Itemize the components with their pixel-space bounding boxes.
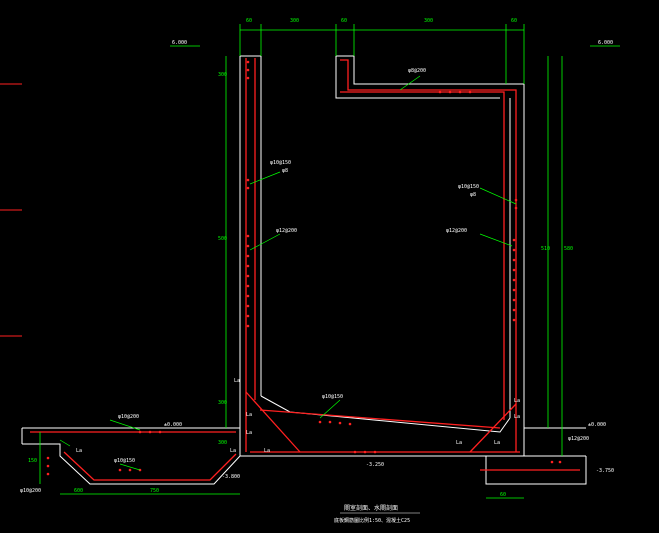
- elevation-labels: 6.000 6.000 ±0.000 ±0.000 -3.250 -3.800 …: [164, 40, 614, 480]
- margin-ticks: [0, 83, 22, 337]
- dim-left-mid-a: 300: [218, 400, 227, 406]
- la-mark: La: [234, 378, 240, 384]
- concrete-outline: [21, 55, 587, 485]
- dim-bottom-left-a: 600: [74, 488, 83, 494]
- dim-top-mid: 60: [341, 18, 347, 24]
- rebar-top-slab: φ8@200: [408, 68, 426, 74]
- la-mark: La: [230, 448, 236, 454]
- la-mark: La: [456, 440, 462, 446]
- dim-bottom-right: 60: [500, 492, 506, 498]
- rebar-right-wall-mid: φ12@200: [446, 228, 467, 234]
- elev-bottom-right: -3.750: [596, 468, 614, 474]
- dim-top-left-wall: 60: [246, 18, 252, 24]
- rebar-left-wall-upper-sub: φ8: [282, 168, 288, 174]
- dim-far-left: 150: [28, 458, 37, 464]
- la-mark: La: [494, 440, 500, 446]
- elev-bottom-left: -3.800: [222, 474, 240, 480]
- rebar-floor-slab: φ10@150: [322, 394, 343, 400]
- dim-right-inner: 510: [541, 246, 550, 252]
- rebar-annotations: φ8@200 φ10@150 φ8 φ12@200 φ10@150 φ8 φ12…: [20, 68, 589, 494]
- dim-left-height: 500: [218, 236, 227, 242]
- la-mark: La: [246, 412, 252, 418]
- dim-bottom-left-b: 750: [150, 488, 159, 494]
- la-mark: La: [246, 430, 252, 436]
- elev-ground-right: ±0.000: [588, 422, 606, 428]
- rebar-lines: [30, 58, 580, 481]
- dimension-texts: 60 300 60 300 60 510 580 500 300 300 300…: [28, 18, 573, 498]
- elev-ground-left: ±0.000: [164, 422, 182, 428]
- leader-lines: [59, 75, 517, 471]
- rebar-dots: [46, 60, 562, 476]
- rebar-left-apron: φ10@200: [118, 414, 139, 420]
- dim-top-right-span: 300: [424, 18, 433, 24]
- title-block: 閘室剖面、水閘剖面 底板鋼筋圖比例1:50、混凝土C25: [334, 504, 420, 524]
- rebar-right-wall-upper: φ10@150: [458, 184, 479, 190]
- elev-top-right: 6.000: [598, 40, 613, 46]
- rebar-left-base: φ10@150: [114, 458, 135, 464]
- dimension-lines: [39, 24, 620, 499]
- dim-top-left-span: 300: [290, 18, 299, 24]
- la-mark: La: [514, 398, 520, 404]
- anchorage-marks: La La La La La La La La La La: [76, 378, 520, 454]
- rebar-left-wall-mid: φ12@200: [276, 228, 297, 234]
- drawing-subtitle: 底板鋼筋圖比例1:50、混凝土C25: [334, 517, 410, 524]
- dim-left-top: 300: [218, 72, 227, 78]
- rebar-right-wall-upper-sub: φ8: [470, 192, 476, 198]
- la-mark: La: [76, 448, 82, 454]
- dim-right-total: 580: [564, 246, 573, 252]
- rebar-left-wall-upper: φ10@150: [270, 160, 291, 166]
- dim-left-mid-b: 300: [218, 440, 227, 446]
- la-mark: La: [514, 414, 520, 420]
- rebar-right-corner: φ12@200: [568, 436, 589, 442]
- dim-top-right-wall: 60: [511, 18, 517, 24]
- rebar-left-corner: φ10@200: [20, 488, 41, 494]
- elev-top-left: 6.000: [172, 40, 187, 46]
- drawing-title: 閘室剖面、水閘剖面: [344, 504, 398, 512]
- la-mark: La: [264, 448, 270, 454]
- elev-bottom-center: -3.250: [366, 462, 384, 468]
